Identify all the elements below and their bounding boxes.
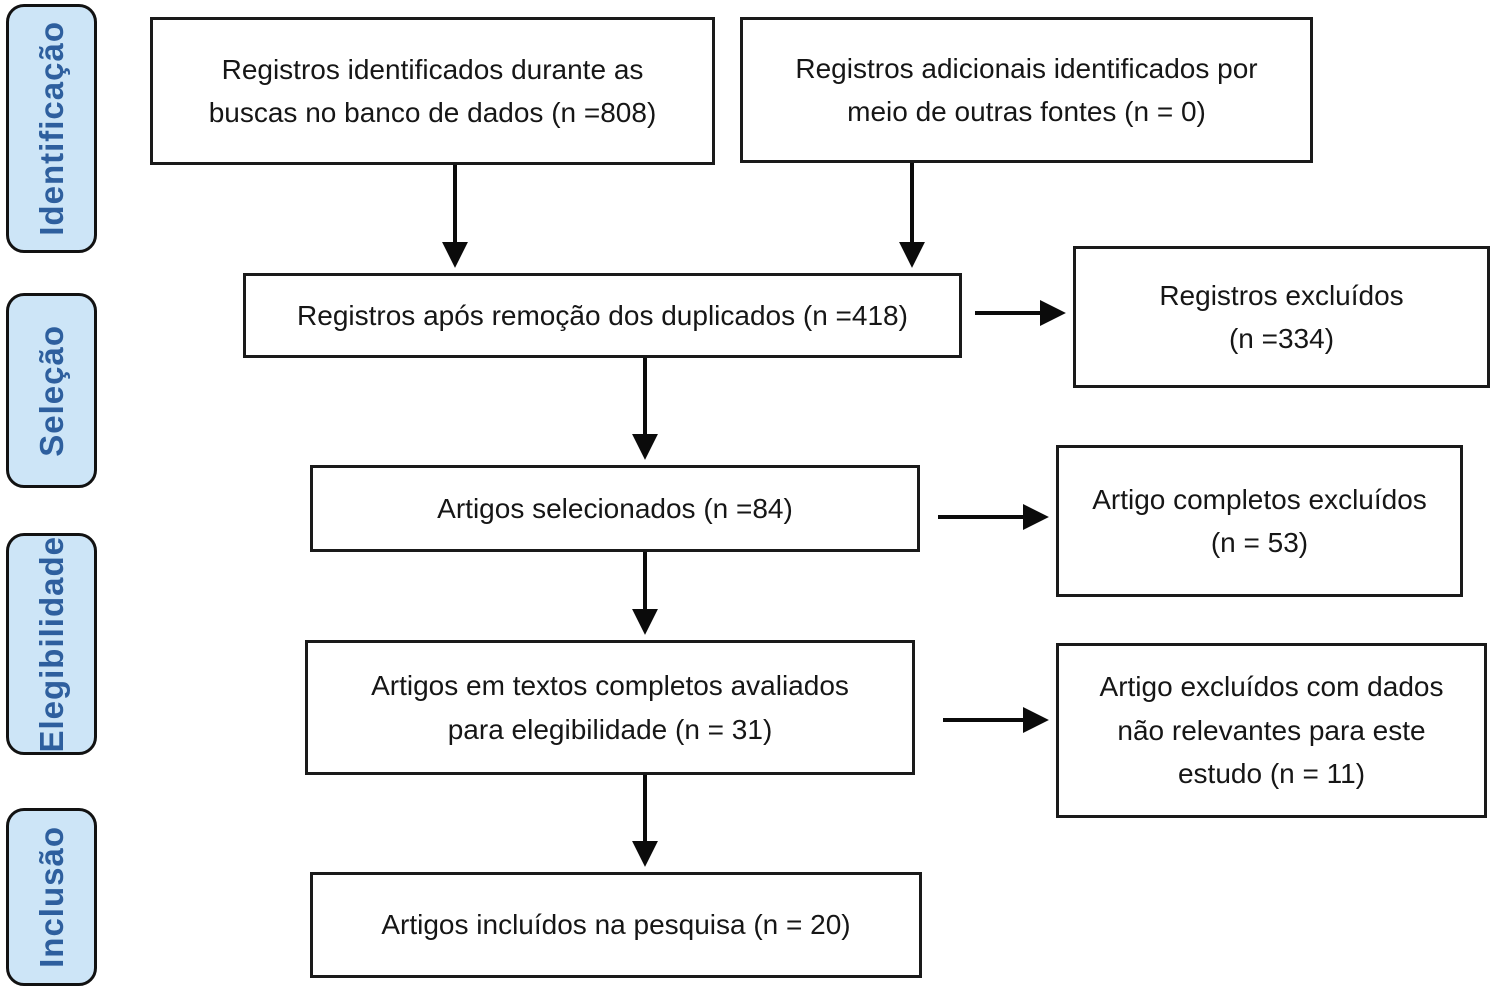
box-articles-screened: Artigos selecionados (n =84) [310,465,920,552]
stage-label-screening-text: Seleção [32,324,70,457]
box-records-identified: Registros identificados durante as busca… [150,17,715,165]
box-articles-excluded-irrelevant-data: Artigo excluídos com dados não relevante… [1056,643,1487,818]
stage-label-screening: Seleção [6,293,97,488]
box-fulltext-articles-excluded: Artigo completos excluídos (n = 53) [1056,445,1463,597]
box-records-after-duplicates-removed: Registros após remoção dos duplicados (n… [243,273,962,358]
stage-label-inclusion-text: Inclusão [32,826,70,968]
box-additional-records: Registros adicionais identificados por m… [740,17,1313,163]
stage-label-identification: Identificação [6,4,97,253]
stage-label-eligibility: Elegibilidade [6,533,97,755]
stage-label-identification-text: Identificação [32,21,70,236]
stage-label-inclusion: Inclusão [6,808,97,986]
box-fulltext-assessed-eligibility: Artigos em textos completos avaliados pa… [305,640,915,775]
stage-label-eligibility-text: Elegibilidade [32,535,70,753]
box-records-excluded: Registros excluídos (n =334) [1073,246,1490,388]
box-articles-included: Artigos incluídos na pesquisa (n = 20) [310,872,922,978]
